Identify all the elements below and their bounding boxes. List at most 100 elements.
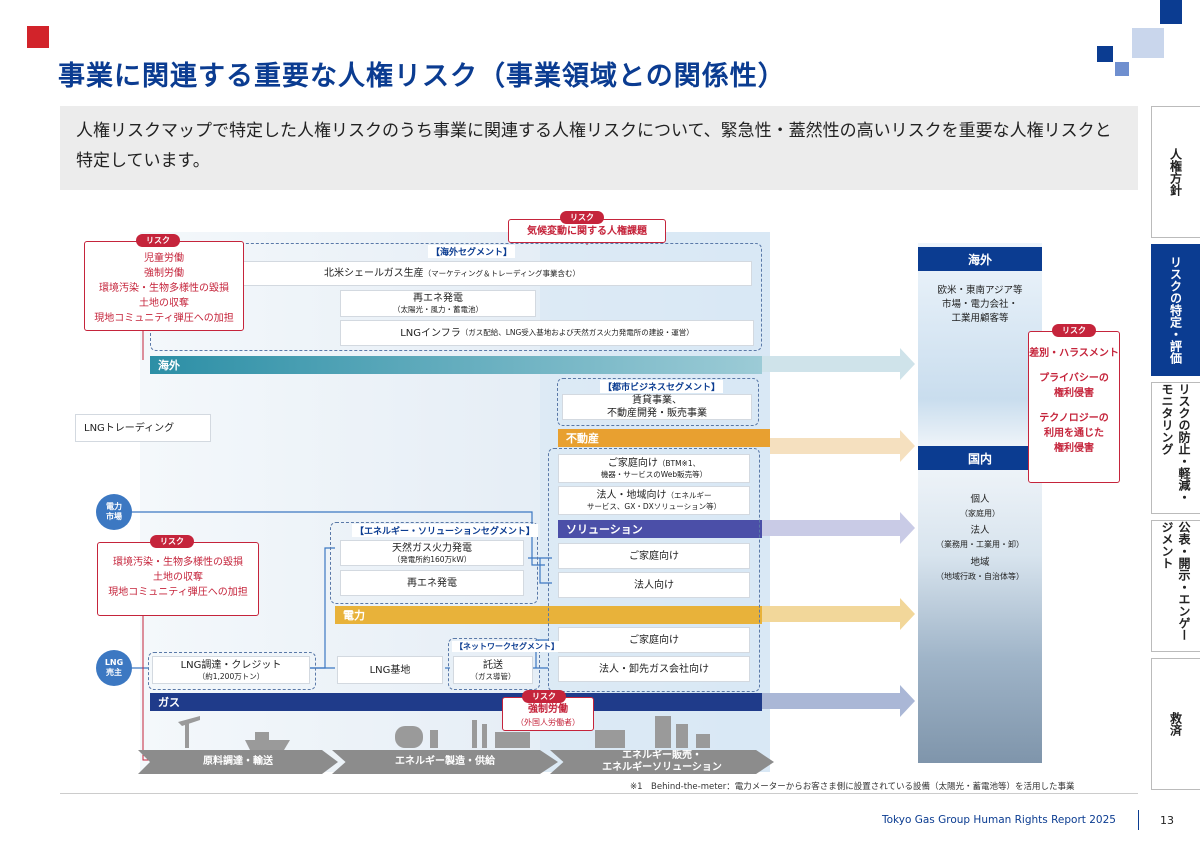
- nav-tab-label: リスクの特定・評価: [1168, 256, 1183, 364]
- box-gas-power: 天然ガス火力発電（発電所約160万kW）: [340, 540, 524, 566]
- nav-tab-prevention[interactable]: リスクの防止・軽減・モニタリング: [1151, 382, 1200, 514]
- lead-panel: [60, 106, 1138, 190]
- box-lng-procurement-label: LNG調達・クレジット: [180, 659, 282, 671]
- footer-report-title: Tokyo Gas Group Human Rights Report 2025: [882, 814, 1116, 826]
- customer-region-note: （地域行政・自治体等）: [936, 572, 1024, 581]
- box-corporate-region-note2: サービス、GX・DXソリューション等）: [586, 502, 722, 511]
- box-solution-home: ご家庭向け: [558, 543, 750, 569]
- box-renewables-overseas-note: （太陽光・風力・蓄電池）: [393, 305, 483, 314]
- nav-tab-label: 救済: [1168, 712, 1183, 736]
- box-gas-corporate: 法人・卸先ガス会社向け: [558, 656, 750, 682]
- corner-square-blue: [1160, 0, 1182, 24]
- stage-production: エネルギー製造・供給: [332, 750, 558, 774]
- box-gas-power-label: 天然ガス火力発電: [392, 542, 472, 554]
- corner-square-light: [0, 0, 27, 26]
- box-gas-power-note: （発電所約160万kW）: [392, 554, 472, 564]
- segment-urban-frame: [557, 378, 759, 426]
- box-corporate-region-label: 法人・地域向け: [596, 490, 667, 501]
- box-lng-base: LNG基地: [337, 656, 443, 684]
- risk-tag-forced-labor: リスク: [522, 690, 566, 703]
- box-consignment-note: （ガス導管）: [470, 671, 516, 681]
- box-home-btm: ご家庭向け（BTM※1、 機器・サービスのWeb販売等）: [558, 454, 750, 483]
- corner-square-navy: [1097, 46, 1113, 62]
- risk-connector-upstream: [142, 616, 150, 761]
- box-renewables-overseas-label: 再エネ発電: [413, 293, 463, 304]
- customer-individual: 個人 （家庭用）: [918, 493, 1042, 521]
- box-corporate-region: 法人・地域向け（エネルギー サービス、GX・DXソリューション等）: [558, 486, 750, 515]
- flow-line-to-sales: [528, 557, 552, 584]
- box-shale-gas: 北米シェールガス生産（マーケティング＆トレーディング事業含む）: [152, 261, 752, 286]
- box-gas-home: ご家庭向け: [558, 627, 750, 653]
- box-consignment: 託送（ガス導管）: [453, 656, 533, 684]
- customer-domestic-heading: 国内: [918, 446, 1042, 470]
- box-lng-infra-note: （ガス配給、LNG受入基地および天然ガス火力発電所の建設・運営）: [460, 328, 694, 337]
- risk-tag-customer: リスク: [1052, 324, 1096, 337]
- band-overseas: 海外: [150, 356, 762, 374]
- risk-forced-labor-label: 強制労働: [528, 704, 568, 715]
- risk-tag-climate: リスク: [560, 211, 604, 224]
- customer-individual-note: （家庭用）: [960, 509, 1000, 518]
- box-lng-trading: LNGトレーディング: [75, 414, 211, 442]
- box-home-btm-sup: （BTM※1、: [657, 459, 701, 468]
- lng-procurement-frame: [148, 652, 316, 690]
- footer-separator: [1138, 810, 1139, 830]
- nav-tab-policy[interactable]: 人権方針: [1151, 106, 1200, 238]
- corner-square-mid: [1115, 62, 1129, 76]
- segment-energy-label: 【エネルギー・ソリューションセグメント】: [352, 524, 538, 537]
- customer-corporate-note: （業務用・工業用・卸）: [936, 540, 1024, 549]
- nav-tab-label: 人権方針: [1168, 148, 1183, 196]
- customer-corporate-label: 法人: [970, 525, 990, 536]
- risk-customer-technology: テクノロジーの 利用を通じた 権利侵害: [1039, 413, 1109, 454]
- band-gas: ガス: [150, 693, 762, 711]
- risk-box-upstream: 環境汚染・生物多様性の毀損 土地の収奪 現地コミュニティ弾圧への加担: [97, 542, 259, 616]
- corner-square-red: [27, 26, 49, 48]
- segment-energy-frame: [330, 522, 538, 604]
- box-home-btm-label: ご家庭向け: [607, 458, 658, 469]
- footnote: ※1 Behind-the-meter：電力メーターからお客さま側に設置されてい…: [630, 782, 1075, 792]
- power-market-node: 電力 市場: [96, 494, 132, 530]
- customer-region: 地域 （地域行政・自治体等）: [918, 556, 1042, 584]
- risk-forced-labor-note: （外国人労働者）: [516, 718, 580, 727]
- box-corporate-region-note1: （エネルギー: [666, 491, 712, 500]
- risk-tag-overseas: リスク: [136, 234, 180, 247]
- page-title: 事業に関連する重要な人権リスク（事業領域との関係性）: [58, 61, 786, 92]
- arrow-realestate-extension: [770, 430, 915, 462]
- risk-box-overseas: 児童労働 強制労働 環境汚染・生物多様性の毀損 土地の収奪 現地コミュニティ弾圧…: [84, 241, 244, 331]
- risk-customer-discrimination: 差別・ハラスメント: [1029, 348, 1119, 359]
- lng-seller-node: LNG 売主: [96, 650, 132, 686]
- lng-seller-label: LNG 売主: [104, 658, 124, 677]
- divider-line: [60, 793, 1138, 794]
- customer-overseas-heading: 海外: [918, 247, 1042, 271]
- nav-tab-risk-identification[interactable]: リスクの特定・評価: [1151, 244, 1200, 376]
- customer-region-label: 地域: [970, 557, 990, 568]
- arrow-gas-extension: [760, 685, 915, 717]
- segment-solution-frame: [548, 448, 760, 692]
- segment-network-frame: [448, 638, 540, 690]
- power-market-label: 電力 市場: [106, 502, 122, 521]
- flow-line-power-market: [130, 511, 545, 566]
- segment-urban-label: 【都市ビジネスセグメント】: [600, 380, 724, 393]
- box-lng-procurement-note: （約1,200万トン）: [197, 671, 265, 681]
- box-solution-corporate: 法人向け: [558, 572, 750, 598]
- customer-corporate: 法人 （業務用・工業用・卸）: [918, 524, 1042, 552]
- arrow-power-extension: [760, 598, 915, 630]
- lead-text: 人権リスクマップで特定した人権リスクのうち事業に関連する人権リスクについて、緊急…: [76, 121, 1112, 171]
- customer-panel: [918, 243, 1042, 763]
- band-realestate: 不動産: [558, 429, 770, 447]
- nav-tab-remedy[interactable]: 救済: [1151, 658, 1200, 790]
- box-shale-gas-label: 北米シェールガス生産: [323, 268, 424, 279]
- box-renewables-domestic: 再エネ発電: [340, 570, 524, 596]
- customer-overseas-text: 欧米・東南アジア等 市場・電力会社・ 工業用顧客等: [937, 285, 1023, 324]
- box-shale-gas-note: （マーケティング＆トレーディング事業含む）: [423, 268, 581, 278]
- box-rental-realestate: 賃貸事業、 不動産開発・販売事業: [562, 394, 752, 420]
- nav-tab-label: 公表・開示・エンゲージメント: [1160, 521, 1191, 641]
- stage-sales: エネルギー販売・ エネルギーソリューション: [550, 750, 774, 774]
- band-solution: ソリューション: [558, 520, 762, 538]
- risk-customer-privacy: プライバシーの 権利侵害: [1039, 373, 1109, 399]
- nav-tab-disclosure[interactable]: 公表・開示・エンゲージメント: [1151, 520, 1200, 652]
- box-lng-infra: LNGインフラ（ガス配給、LNG受入基地および天然ガス火力発電所の建設・運営）: [340, 320, 754, 346]
- risk-tag-upstream: リスク: [150, 535, 194, 548]
- arrow-solution-extension: [760, 512, 915, 544]
- stage-procurement: 原料調達・輸送: [138, 750, 338, 774]
